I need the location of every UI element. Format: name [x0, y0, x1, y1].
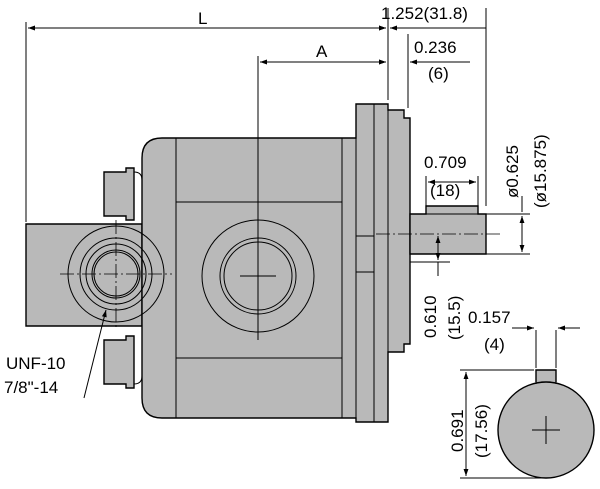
dim-pilot-depth-mm: (6) — [428, 64, 449, 83]
dim-key-width-mm: (4) — [484, 335, 505, 354]
dim-key-width-in: 0.157 — [468, 308, 511, 327]
upper-bolt-lug — [103, 167, 135, 221]
dim-key-height-in: 0.691 — [448, 409, 467, 452]
dim-shaft-offset-in: 0.610 — [421, 295, 440, 338]
port-leader — [83, 309, 107, 399]
lower-bolt-lug — [103, 335, 135, 389]
dim-A: A — [316, 42, 328, 61]
port-callout-line1: UNF-10 — [6, 354, 66, 373]
dim-shaft-projection: 1.252(31.8) — [381, 4, 468, 23]
dimension-lines — [25, 8, 530, 340]
dim-L: L — [198, 9, 207, 28]
shaft-section — [460, 325, 595, 479]
dim-key-height-mm: (17.56) — [472, 404, 491, 458]
shaft-section-key — [535, 369, 557, 382]
dim-shaft-dia-in: ø0.625 — [503, 145, 522, 198]
port-callout-line2: 7/8"-14 — [4, 378, 58, 397]
shaft-body — [409, 205, 487, 255]
dim-shaft-offset-mm: (15.5) — [445, 296, 464, 340]
drive-shaft — [376, 205, 500, 255]
rear-port — [60, 220, 172, 330]
dim-shaft-length-in: 0.709 — [424, 153, 467, 172]
dim-shaft-dia-mm: (ø15.875) — [531, 134, 550, 208]
pump-body — [25, 103, 411, 423]
dim-pilot-depth-in: 0.236 — [414, 38, 457, 57]
dim-shaft-length-mm: (18) — [430, 181, 460, 200]
main-housing — [141, 103, 411, 423]
